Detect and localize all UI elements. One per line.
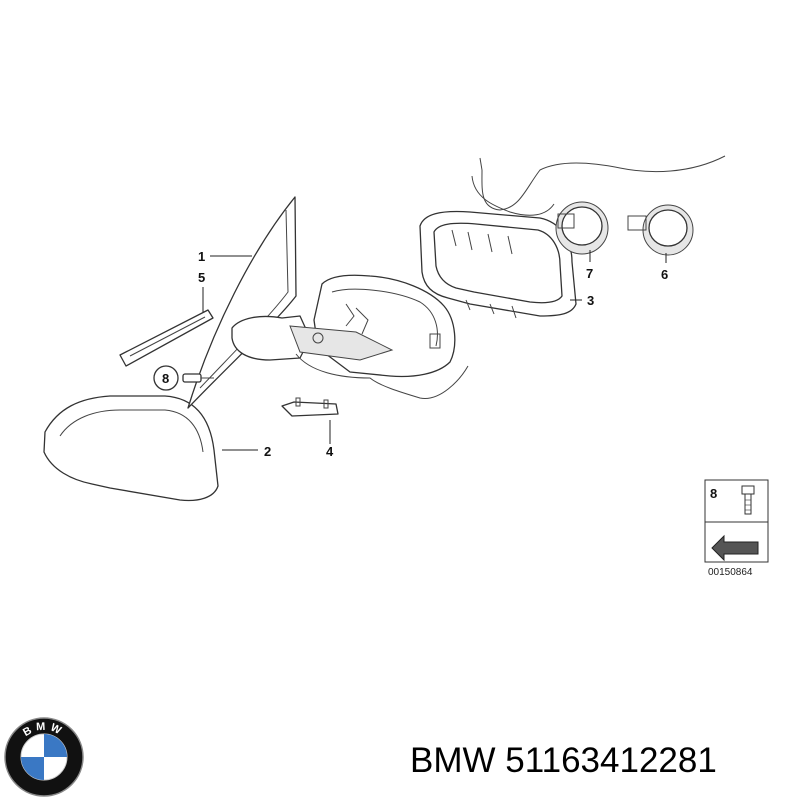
callout-1: 1 — [198, 249, 205, 264]
callout-2: 2 — [264, 444, 271, 459]
part-code: 51163412281 — [505, 741, 717, 780]
callout-8: 8 — [162, 371, 169, 386]
arrow-icon — [711, 534, 759, 562]
part-caption: BMW 51163412281 — [410, 738, 790, 784]
part-housing-cover — [43, 395, 219, 502]
part-mirror-frame — [419, 210, 577, 319]
callout-5: 5 — [198, 270, 205, 285]
callout-8-circle — [153, 365, 179, 391]
part-bolt — [182, 373, 214, 383]
callout-6: 6 — [661, 267, 668, 282]
part-motor — [471, 155, 726, 255]
part-trim-strip — [119, 309, 214, 367]
logo-quadrant-blue-top — [44, 734, 67, 757]
part-mirror-glass — [187, 196, 297, 409]
legend-box: 8 00150864 — [704, 479, 769, 578]
part-motor-alt — [627, 204, 694, 256]
bmw-logo-icon: BMW — [4, 717, 84, 797]
brand-name: BMW — [410, 741, 496, 780]
callout-7: 7 — [586, 266, 593, 281]
part-mirror-base — [231, 274, 469, 399]
logo-quadrant-blue-bottom — [21, 757, 44, 780]
callout-4: 4 — [326, 444, 334, 459]
drawing-ref: 00150864 — [708, 567, 753, 578]
leader-lines — [202, 250, 667, 451]
callout-3: 3 — [587, 293, 594, 308]
bolt-icon — [741, 485, 755, 515]
part-bracket — [281, 397, 339, 417]
legend-part-number: 8 — [710, 486, 717, 501]
